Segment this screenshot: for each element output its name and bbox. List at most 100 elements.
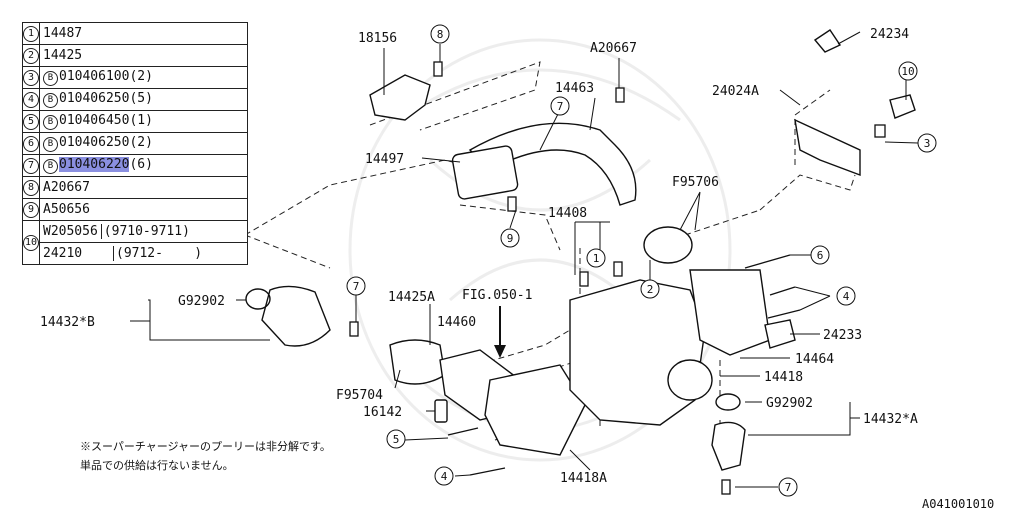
o-ring-g92902a xyxy=(715,393,741,411)
part-shapes xyxy=(245,29,916,471)
label-14460: 14460 xyxy=(437,315,476,330)
legend-part-number: W205056 xyxy=(43,224,98,239)
legend-callout-number: 3 xyxy=(23,70,39,86)
bracket-18156 xyxy=(369,74,431,121)
note-line-2: 単品での供給は行ないません。 xyxy=(80,458,234,472)
callout-6: 6 xyxy=(817,249,824,262)
callout-7-top: 7 xyxy=(557,100,564,113)
label-24234: 24234 xyxy=(870,27,909,42)
bracket-24024a xyxy=(794,118,861,177)
callout-4-bottom: 4 xyxy=(441,470,448,483)
legend-quantity: (1) xyxy=(129,113,153,128)
lever-24233 xyxy=(764,319,796,349)
label-a20667: A20667 xyxy=(590,41,637,56)
legend-quantity: (6) xyxy=(129,157,153,172)
housing-14418a xyxy=(484,364,586,456)
label-14497: 14497 xyxy=(365,152,404,167)
callout-2: 2 xyxy=(647,283,654,296)
outlet-14432a xyxy=(711,421,746,471)
leader-lines xyxy=(130,31,919,488)
callout-circle-texts: 8 7 10 3 1 9 6 2 4 7 5 4 7 xyxy=(353,28,931,494)
bolt-symbol: B xyxy=(43,159,58,174)
legend-row-10b: 24210 (9712- ) xyxy=(23,242,248,265)
supercharger-body xyxy=(569,279,706,426)
label-14418a: 14418A xyxy=(560,471,607,486)
callout-7-bottom: 7 xyxy=(785,481,792,494)
fig-arrow xyxy=(494,306,506,358)
callout-3: 3 xyxy=(924,137,931,150)
bolt-symbol: B xyxy=(43,93,58,108)
figure-id: A041001010 xyxy=(922,497,994,511)
outlet-14432b xyxy=(261,285,331,347)
label-16142: 16142 xyxy=(363,405,402,420)
callout-4-right: 4 xyxy=(843,290,850,303)
label-14463: 14463 xyxy=(555,81,594,96)
bracket-24234 xyxy=(813,29,842,53)
legend-part-number: 14425 xyxy=(43,48,83,63)
legend-quantity: (2) xyxy=(129,69,153,84)
callout-10: 10 xyxy=(901,65,914,78)
legend-callout-number: 4 xyxy=(23,92,39,108)
sensor-16142 xyxy=(434,399,448,423)
legend-part-number: 14487 xyxy=(43,26,83,41)
label-14432b: 14432*B xyxy=(40,315,95,330)
legend-row: 9 A50656 xyxy=(22,198,248,221)
legend-row: 2 14425 xyxy=(22,44,248,67)
cover-14464 xyxy=(689,269,771,356)
legend-part-number: A20667 xyxy=(43,180,90,195)
label-24024a: 24024A xyxy=(712,84,759,99)
legend-quantity: (2) xyxy=(129,135,153,150)
callout-1: 1 xyxy=(593,252,600,265)
o-ring-g92902b xyxy=(245,288,271,310)
legend-callout-number: 5 xyxy=(23,114,39,130)
legend-part-number: 010406250 xyxy=(59,135,130,150)
legend-callout-number: 6 xyxy=(23,136,39,152)
callout-9: 9 xyxy=(507,232,514,245)
legend-part-number: A50656 xyxy=(43,202,90,217)
hose-f95706 xyxy=(643,226,693,264)
legend-quantity: (5) xyxy=(129,91,153,106)
label-14464: 14464 xyxy=(795,352,834,367)
label-fig: FIG.050-1 xyxy=(462,288,532,303)
callout-8: 8 xyxy=(437,28,444,41)
label-18156: 18156 xyxy=(358,31,397,46)
legend-row: 1 14487 xyxy=(22,22,248,45)
legend-date-range: (9710-9711) xyxy=(100,224,190,239)
notes: ※スーパーチャージャーのプーリーは非分解です。 単品での供給は行ないません。 xyxy=(80,439,331,472)
legend-callout-number: 1 xyxy=(23,26,39,42)
legend-callout-number: 2 xyxy=(23,48,39,64)
part-labels: 18156 A20667 24234 14463 24024A 14497 F9… xyxy=(40,27,918,486)
legend-callout-number: 10 xyxy=(23,235,39,251)
label-g92902-a: G92902 xyxy=(766,396,813,411)
legend-part-number: 010406100 xyxy=(59,69,130,84)
legend-part-number: 010406250 xyxy=(59,91,130,106)
legend-row-10a: 10 W205056(9710-9711) xyxy=(22,220,248,265)
legend-row: 8 A20667 xyxy=(22,176,248,199)
legend-part-number: 010406450 xyxy=(59,113,130,128)
label-24233: 24233 xyxy=(823,328,862,343)
label-14408: 14408 xyxy=(548,206,587,221)
clamp-10 xyxy=(889,94,916,119)
label-g92902-b: G92902 xyxy=(178,294,225,309)
pulley xyxy=(667,359,713,401)
callout-7-left: 7 xyxy=(353,280,360,293)
bolts xyxy=(349,61,886,495)
label-f95704: F95704 xyxy=(336,388,383,403)
label-f95706: F95706 xyxy=(672,175,719,190)
legend-callout-number: 9 xyxy=(23,202,39,218)
label-14425a: 14425A xyxy=(388,290,435,305)
legend-date-range: (9712- ) xyxy=(113,246,203,261)
callout-5: 5 xyxy=(393,433,400,446)
bolt-symbol: B xyxy=(43,115,58,130)
label-14418: 14418 xyxy=(764,370,803,385)
legend-part-number: 24210 xyxy=(43,246,83,261)
legend-callout-number: 8 xyxy=(23,180,39,196)
bolt-symbol: B xyxy=(43,137,58,152)
flange-14497 xyxy=(451,145,519,200)
